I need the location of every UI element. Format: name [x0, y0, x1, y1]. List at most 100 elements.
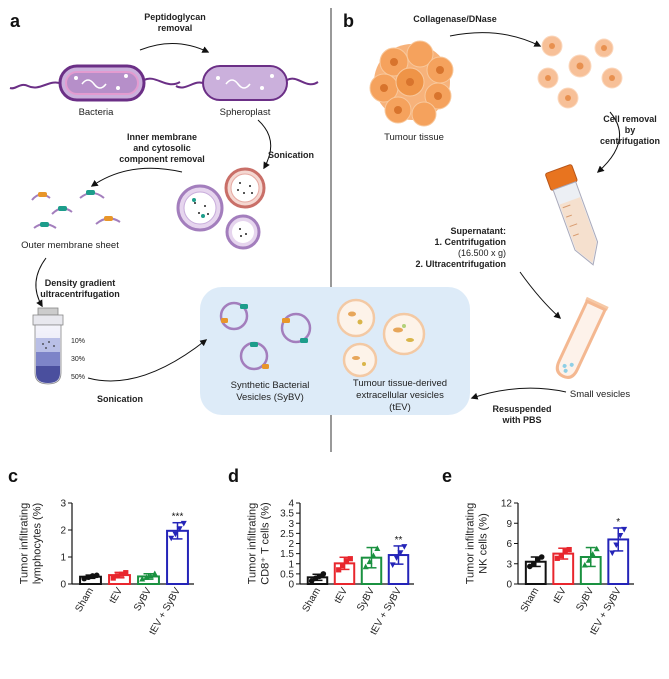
data-point — [581, 561, 588, 568]
sybv-illustration — [219, 301, 312, 371]
gradient-50-label: 50% — [71, 374, 85, 381]
data-point — [609, 550, 616, 557]
data-point — [566, 546, 572, 553]
data-point — [538, 554, 545, 560]
data-point — [366, 558, 373, 565]
data-point — [621, 526, 628, 533]
data-point — [168, 535, 175, 542]
y-tick-label: 1 — [60, 553, 66, 564]
data-point — [347, 556, 353, 562]
data-point — [397, 550, 404, 556]
category-label: tEV — [108, 586, 126, 606]
data-point — [589, 551, 596, 557]
data-point — [593, 545, 600, 552]
gradient-10-label: 10% — [71, 338, 85, 345]
step-supernatant-1: 1. Centrifugation — [435, 237, 507, 247]
panel-a-letter: a — [10, 11, 21, 31]
arrow-peptidoglycan — [139, 42, 210, 53]
category-label: SyBV — [574, 586, 596, 613]
data-point — [389, 562, 396, 568]
category-label: Sham — [519, 586, 542, 614]
data-point — [617, 533, 624, 539]
arrow-sonication-1 — [257, 119, 272, 170]
arrow-inner-membrane — [90, 167, 183, 187]
step-supernatant-title: Supernatant: — [450, 226, 506, 236]
data-point — [118, 571, 125, 577]
category-label: tEV — [551, 586, 569, 606]
category-label: Sham — [74, 586, 97, 614]
data-point — [180, 520, 187, 527]
gradient-30-label: 30% — [71, 356, 85, 363]
y-tick-label: 0 — [506, 580, 512, 591]
category-label: Sham — [301, 586, 324, 614]
data-point — [89, 573, 96, 579]
significance-label: *** — [172, 512, 184, 523]
data-point — [530, 560, 537, 567]
data-point — [339, 563, 346, 569]
data-point — [110, 575, 116, 581]
data-point — [343, 558, 350, 564]
arrow-collagenase — [449, 32, 542, 47]
y-tick-label: 3.5 — [280, 509, 294, 520]
y-tick-label: 0.5 — [280, 569, 294, 580]
arrow-cell-removal — [596, 111, 620, 173]
tev-illustration — [336, 298, 426, 378]
falcon-tube-illustration — [545, 164, 599, 266]
data-point — [534, 556, 541, 563]
data-point — [362, 563, 369, 570]
arrow-sonication-2 — [87, 339, 208, 382]
significance-label: ** — [395, 535, 403, 546]
panel-d-letter: d — [228, 466, 239, 486]
y-tick-label: 2.5 — [280, 529, 294, 540]
data-point — [172, 531, 179, 538]
data-point — [176, 526, 183, 532]
data-point — [93, 572, 100, 579]
data-point — [151, 570, 158, 577]
step-collagenase-label: Collagenase/DNase — [413, 14, 497, 24]
data-point — [336, 567, 342, 573]
data-point — [554, 555, 560, 561]
data-point — [558, 553, 564, 559]
category-label: tEV — [333, 586, 351, 606]
data-point — [123, 570, 129, 576]
gradient-tube-illustration — [32, 307, 64, 385]
data-point — [370, 552, 377, 559]
y-tick-label: 9 — [506, 519, 512, 530]
y-tick-label: 4 — [288, 499, 294, 510]
data-point — [374, 545, 381, 551]
data-point — [613, 542, 620, 549]
data-point — [143, 574, 150, 580]
arrow-supernatant — [519, 271, 562, 319]
y-tick-label: 3 — [60, 499, 66, 510]
category-label: SyBV — [355, 586, 377, 613]
y-tick-label: 6 — [506, 539, 512, 550]
small-vesicles-tube-illustration — [555, 296, 609, 379]
data-point — [393, 555, 400, 561]
outer-membrane-sheet-label: Outer membrane sheet — [21, 240, 119, 251]
arrow-resuspended — [470, 387, 567, 400]
panel-e-letter: e — [442, 466, 452, 486]
y-tick-label: 3 — [506, 559, 512, 570]
bacteria-label: Bacteria — [79, 107, 115, 118]
data-point — [527, 563, 533, 570]
y-tick-label: 2 — [288, 539, 294, 550]
panel-b-letter: b — [343, 11, 354, 31]
bacteria-illustration — [9, 64, 181, 102]
y-tick-label: 12 — [501, 499, 513, 510]
y-tick-label: 1.5 — [280, 549, 294, 560]
data-point — [562, 549, 568, 555]
y-tick-label: 0 — [288, 580, 294, 591]
spheroplast-label: Spheroplast — [220, 107, 271, 118]
inverted-vesicles-illustration — [176, 167, 266, 250]
y-tick-label: 1 — [288, 559, 294, 570]
category-label: SyBV — [132, 586, 154, 613]
